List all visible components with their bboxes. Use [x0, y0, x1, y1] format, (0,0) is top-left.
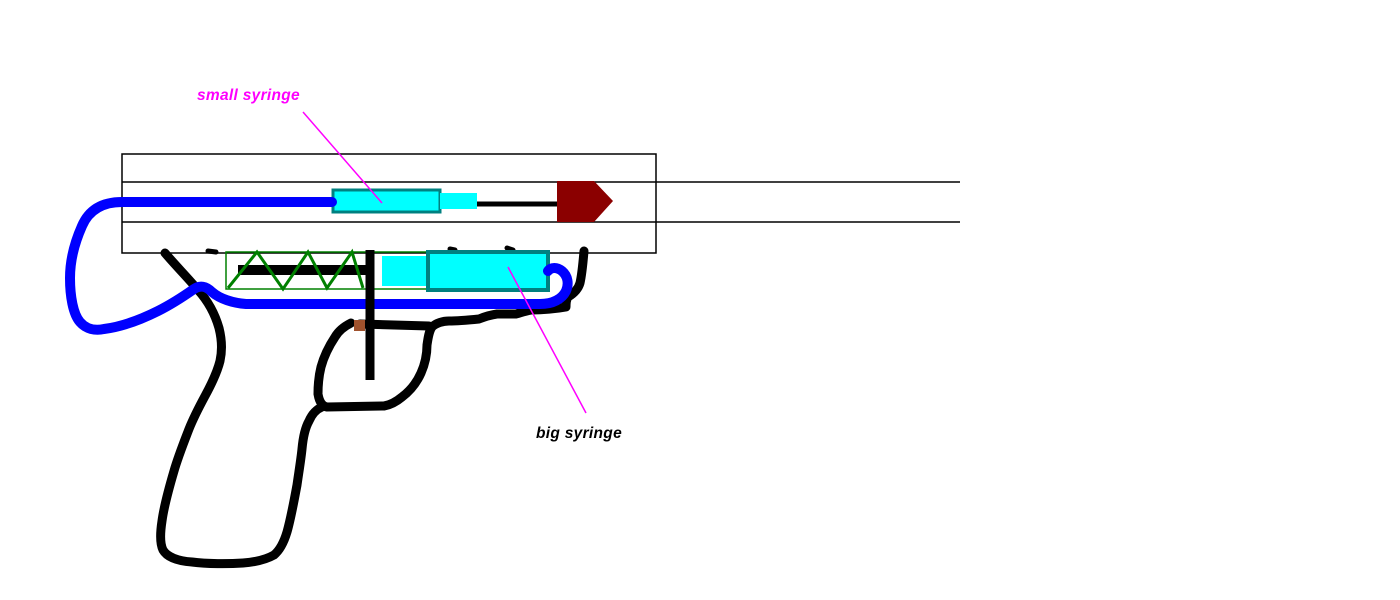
- frame-nubs: [205, 245, 516, 255]
- frame-nub-middle: [447, 246, 458, 253]
- big-syringe-barrel: [426, 250, 550, 292]
- big-syringe-plunger: [382, 256, 432, 286]
- grip-outline: [156, 248, 327, 569]
- label-big-syringe: big syringe: [536, 425, 622, 442]
- small-syringe-plunger: [440, 193, 477, 209]
- spring-zigzag: [226, 248, 365, 292]
- small-syringe-barrel: [331, 188, 442, 214]
- leader-big-syringe: [507, 266, 587, 414]
- dart-tip: [557, 181, 613, 222]
- tube-path: [65, 197, 573, 335]
- label-small-syringe: small syringe: [197, 87, 300, 104]
- frame-nub-left: [205, 248, 219, 255]
- pivot-square: [354, 320, 365, 331]
- leader-small-syringe: [302, 111, 383, 204]
- frame-nub-right: [504, 245, 516, 253]
